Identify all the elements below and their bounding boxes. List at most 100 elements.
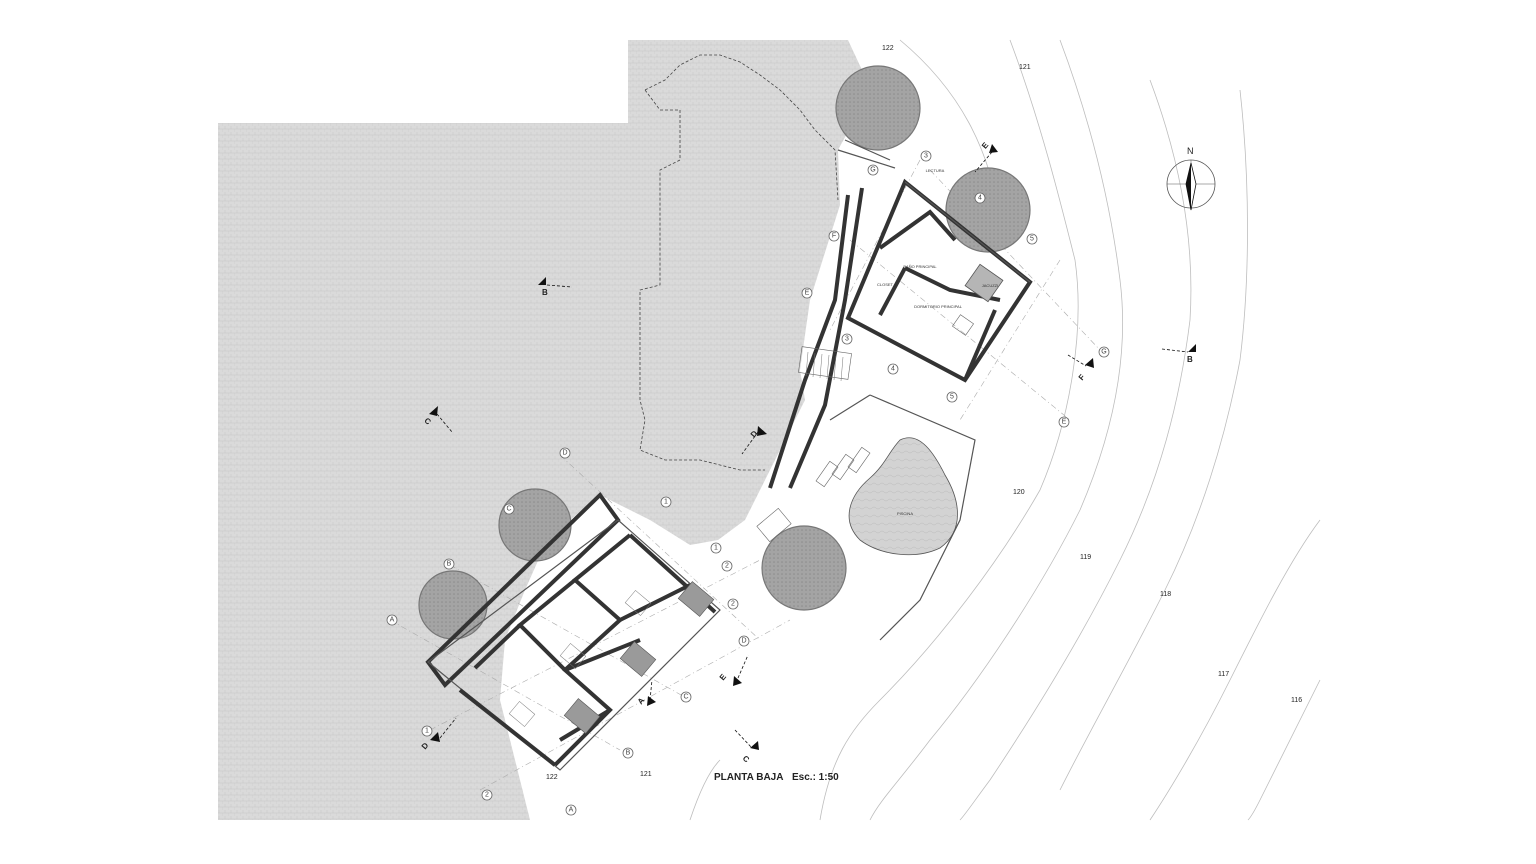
svg-text:2: 2 (731, 601, 735, 608)
drawing-scale: Esc.: 1:50 (792, 772, 839, 783)
contour-label-121-bottom: 121 (640, 771, 652, 778)
access-ramp (756, 139, 896, 543)
svg-text:C: C (741, 754, 751, 765)
bubble-C-top: C (503, 503, 515, 515)
svg-text:G: G (870, 167, 875, 174)
section-markers: B B C C D D E (420, 140, 1196, 765)
drawing-title-block: PLANTA BAJA Esc.: 1:50 (714, 772, 839, 783)
terrace-dashed-outline (639, 54, 839, 471)
svg-text:B: B (542, 288, 548, 297)
tree-5 (761, 525, 847, 611)
contour-label-122-top: 122 (882, 45, 894, 52)
bubble-G-right: G (1098, 346, 1110, 358)
dormitorio-principal-label: DORMITORIO PRINCIPAL (914, 304, 963, 309)
svg-text:B: B (447, 561, 452, 568)
svg-text:A: A (636, 696, 647, 706)
bubble-D-top: D (559, 447, 571, 459)
section-d-lower: D (420, 717, 457, 751)
tree-2 (945, 167, 1031, 253)
svg-text:D: D (741, 638, 746, 645)
tree-3 (498, 488, 572, 562)
svg-text:C: C (506, 506, 511, 513)
north-label: N (1187, 146, 1194, 156)
contour-label-120: 120 (1013, 489, 1025, 496)
contour-label-116: 116 (1291, 697, 1302, 704)
svg-text:3: 3 (845, 336, 849, 343)
contour-label-119: 119 (1080, 554, 1091, 561)
svg-text:E: E (1062, 419, 1067, 426)
section-c-lower: C (734, 729, 759, 765)
svg-text:G: G (1101, 349, 1106, 356)
bubble-2-right: 2 (727, 598, 739, 610)
contour-label-122-bottom: 122 (546, 774, 558, 781)
bubble-A-right: A (565, 804, 577, 816)
tree-1 (835, 65, 921, 151)
jacuzzi (964, 263, 1004, 303)
pool (848, 437, 958, 556)
pool-label: PISCINA (897, 511, 913, 516)
jacuzzi-label: JACUZZI (982, 283, 998, 288)
contour-lines (689, 39, 1321, 821)
bubble-D-right: D (738, 635, 750, 647)
svg-text:2: 2 (485, 792, 489, 799)
lectura-label: LECTURA (926, 168, 945, 173)
bubble-E-right: E (1058, 416, 1070, 428)
bubble-3-top: 3 (920, 150, 932, 162)
tree-4 (418, 570, 488, 640)
svg-text:1: 1 (425, 728, 429, 735)
north-arrow: N (1166, 146, 1216, 211)
bubble-F: F (828, 230, 840, 242)
svg-text:3: 3 (924, 153, 928, 160)
bubble-1-top: 1 (660, 496, 672, 508)
svg-text:D: D (562, 450, 567, 457)
bano-principal-label: BAÑO PRINCIPAL (903, 264, 937, 269)
bubble-G-top: G (867, 164, 879, 176)
bubble-4-top: 4 (974, 192, 986, 204)
svg-text:D: D (749, 429, 760, 439)
section-d-upper: D (741, 426, 767, 455)
bubble-1-left: 1 (421, 725, 433, 737)
svg-text:5: 5 (950, 394, 954, 401)
bubble-C-right: C (680, 691, 692, 703)
svg-text:2: 2 (725, 563, 729, 570)
main-house: JACUZZI BAÑO PRINCIPAL CLOSET DORMITORIO… (845, 168, 1033, 383)
section-f: F (1067, 354, 1094, 383)
section-b-left: B (538, 277, 573, 297)
paved-terrace-area (218, 40, 862, 820)
svg-text:C: C (683, 694, 688, 701)
svg-text:E: E (805, 290, 810, 297)
contour-labels: 122 121 120 119 118 117 116 122 121 (546, 45, 1302, 781)
bubble-B-top: B (443, 558, 455, 570)
bubble-4-bottom: 4 (887, 363, 899, 375)
svg-text:F: F (832, 233, 836, 240)
svg-text:5: 5 (1030, 236, 1034, 243)
drawing-title: PLANTA BAJA (714, 772, 783, 783)
bubble-E: E (801, 287, 813, 299)
bubble-1-right: 1 (710, 542, 722, 554)
section-e-top: E (974, 140, 998, 173)
section-b-right: B (1161, 344, 1196, 364)
bubble-2-left: 2 (481, 789, 493, 801)
bubble-2-top: 2 (721, 560, 733, 572)
section-c-upper: C (422, 406, 453, 433)
svg-text:4: 4 (978, 195, 982, 202)
bubble-5-top: 5 (1026, 233, 1038, 245)
svg-text:4: 4 (891, 366, 895, 373)
svg-text:C: C (422, 416, 432, 427)
contour-label-118: 118 (1160, 591, 1171, 598)
svg-text:B: B (1187, 355, 1193, 364)
svg-text:F: F (1077, 373, 1087, 383)
svg-text:A: A (390, 617, 395, 624)
svg-text:D: D (420, 741, 431, 751)
contour-label-117: 117 (1218, 671, 1229, 678)
svg-text:1: 1 (664, 499, 668, 506)
section-e-bottom: E (718, 654, 749, 686)
grid-bubbles: G F E G E 3 4 5 5 4 3 D C B A 1 2 1 2 D … (386, 150, 1110, 816)
section-a: A (636, 679, 656, 706)
contour-label-121-top: 121 (1019, 64, 1031, 71)
closet-label: CLOSET (877, 282, 894, 287)
bubble-B-right: B (622, 747, 634, 759)
pool-area: PISCINA (815, 394, 976, 641)
svg-text:1: 1 (714, 545, 718, 552)
